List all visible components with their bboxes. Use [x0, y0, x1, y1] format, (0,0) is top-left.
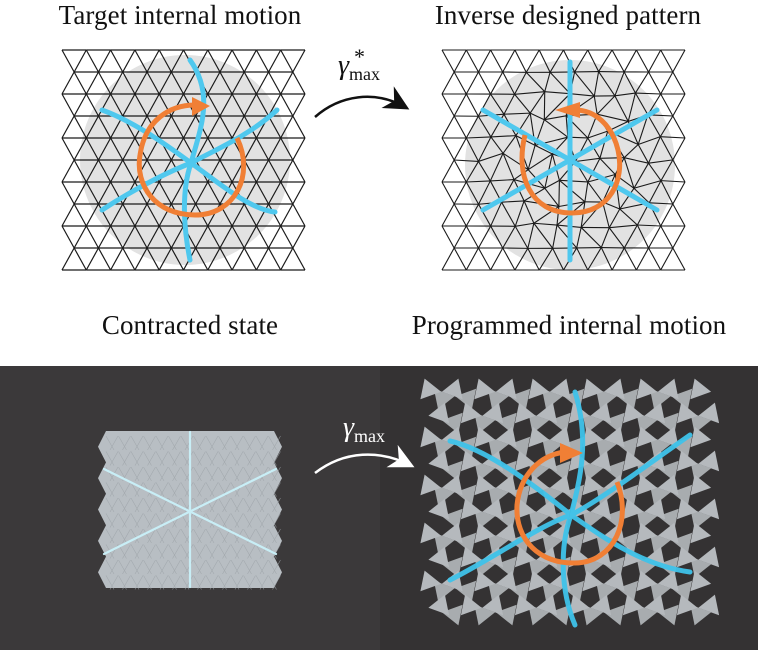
gamma-sub: max [349, 64, 381, 84]
title-contracted-state: Contracted state [101, 310, 279, 340]
arrow-gamma-max [314, 444, 415, 474]
gamma-symbol: γ [343, 412, 355, 443]
distorted-triangle-grid [441, 49, 686, 271]
gamma-sup: * [354, 44, 365, 69]
gamma-symbol: γ [338, 50, 350, 81]
label-gamma-max: γmax [343, 412, 386, 446]
spiral-cyan-lines-photo [447, 389, 693, 628]
contracted-sheet [98, 430, 282, 590]
straight-cyan-star-lines [480, 59, 660, 263]
arrow-gamma-max-star [314, 86, 410, 118]
orange-rotation-arrow-cw [136, 97, 247, 218]
label-gamma-max-star: γmax* [338, 44, 381, 84]
gamma-sub: max [354, 426, 386, 446]
orange-rotation-arrow-ccw [519, 102, 623, 216]
title-target-motion: Target internal motion [58, 0, 302, 30]
title-programmed-motion: Programmed internal motion [411, 310, 727, 340]
orange-rotation-arrow-photo [514, 443, 625, 566]
title-inverse-pattern: Inverse designed pattern [434, 0, 702, 30]
